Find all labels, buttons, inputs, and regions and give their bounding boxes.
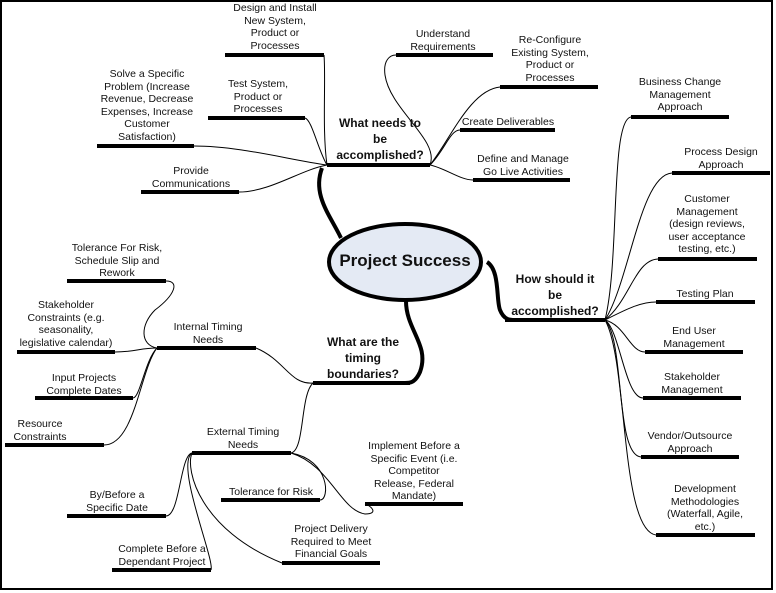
connector-how-enduser	[604, 319, 646, 353]
connector-timing-external	[290, 382, 314, 454]
leaf-understand-requirements: Understand Requirements	[410, 28, 476, 53]
leaf-project-delivery-financial: Project Delivery Required to Meet Financ…	[290, 523, 372, 560]
connector-root-what	[317, 167, 343, 239]
leaf-by-before-date: By/Before a Specific Date	[86, 489, 148, 514]
leaf-end-user: End User Management	[663, 325, 725, 350]
leaf-tolerance-for-risk: Tolerance for Risk	[228, 486, 314, 498]
connector-how-process	[604, 172, 673, 321]
leaf-solve-problem: Solve a Specific Problem (Increase Reven…	[100, 68, 194, 143]
leaf-create-deliverables: Create Deliverables	[461, 116, 555, 128]
leaf-go-live: Define and Manage Go Live Activities	[477, 153, 569, 178]
branch-timing: What are the timing boundaries?	[326, 335, 399, 381]
connector-what-design	[323, 54, 328, 166]
connector-how-stakeholder	[604, 319, 644, 399]
connector-internal-resource	[103, 347, 158, 446]
leaf-process-design: Process Design Approach	[684, 146, 758, 171]
connector-what-solve	[193, 145, 328, 166]
leaf-customer-management: Customer Management (design reviews, use…	[668, 193, 746, 255]
leaf-test-system: Test System, Product or Processes	[227, 78, 289, 115]
connector-how-devmethod	[604, 319, 657, 536]
connector-what-test	[304, 117, 328, 166]
leaf-vendor-outsource: Vendor/Outsource Approach	[647, 430, 733, 455]
connector-what-deliver	[429, 129, 461, 166]
leaf-stakeholder-constraints: Stakeholder Constraints (e.g. seasonalit…	[19, 299, 113, 349]
leaf-business-change: Business Change Management Approach	[638, 76, 722, 113]
branch-what: What needs to be accomplished?	[336, 116, 424, 162]
connector-how-testing	[604, 301, 657, 321]
connector-external-bydate	[165, 452, 193, 517]
connector-what-reconfig	[429, 86, 501, 166]
leaf-input-projects: Input Projects Complete Dates	[46, 372, 122, 397]
connector-what-golive	[429, 164, 474, 181]
leaf-development-methodologies: Development Methodologies (Waterfall, Ag…	[666, 483, 744, 533]
leaf-design-install: Design and Install New System, Product o…	[233, 2, 317, 52]
connector-internal-stakeholder	[114, 347, 158, 353]
leaf-implement-before-event: Implement Before a Specific Event (i.e. …	[368, 440, 460, 502]
root-node-shape	[327, 222, 483, 302]
root-node-label: Project Success	[339, 251, 471, 270]
connector-external-financial	[189, 452, 283, 564]
connector-how-business	[604, 116, 632, 321]
branch-how: How should it be accomplished?	[511, 272, 599, 318]
leaf-tolerance-risk-schedule: Tolerance For Risk, Schedule Slip and Re…	[71, 242, 163, 279]
leaf-reconfigure: Re-Configure Existing System, Product or…	[511, 34, 589, 84]
connector-how-customer	[604, 258, 659, 321]
connector-external-implement	[290, 452, 374, 515]
connector-what-understand	[384, 54, 432, 166]
leaf-complete-before-dependant: Complete Before a Dependant Project	[118, 543, 206, 568]
connector-external-tolerance	[290, 452, 327, 501]
connector-what-comm	[238, 164, 328, 193]
sub-branch-internal-timing: Internal Timing Needs	[173, 321, 243, 346]
connector-external-dependant	[187, 452, 212, 571]
sub-branch-external-timing: External Timing Needs	[206, 426, 280, 451]
leaf-provide-communications: Provide Communications	[151, 165, 231, 190]
leaf-testing-plan: Testing Plan	[676, 288, 734, 300]
leaf-stakeholder-management: Stakeholder Management	[661, 371, 723, 396]
connector-how-vendor	[604, 319, 642, 458]
connector-timing-internal	[255, 347, 314, 384]
connector-internal-tolerance	[143, 280, 175, 349]
leaf-resource-constraints: Resource Constraints	[13, 418, 67, 443]
